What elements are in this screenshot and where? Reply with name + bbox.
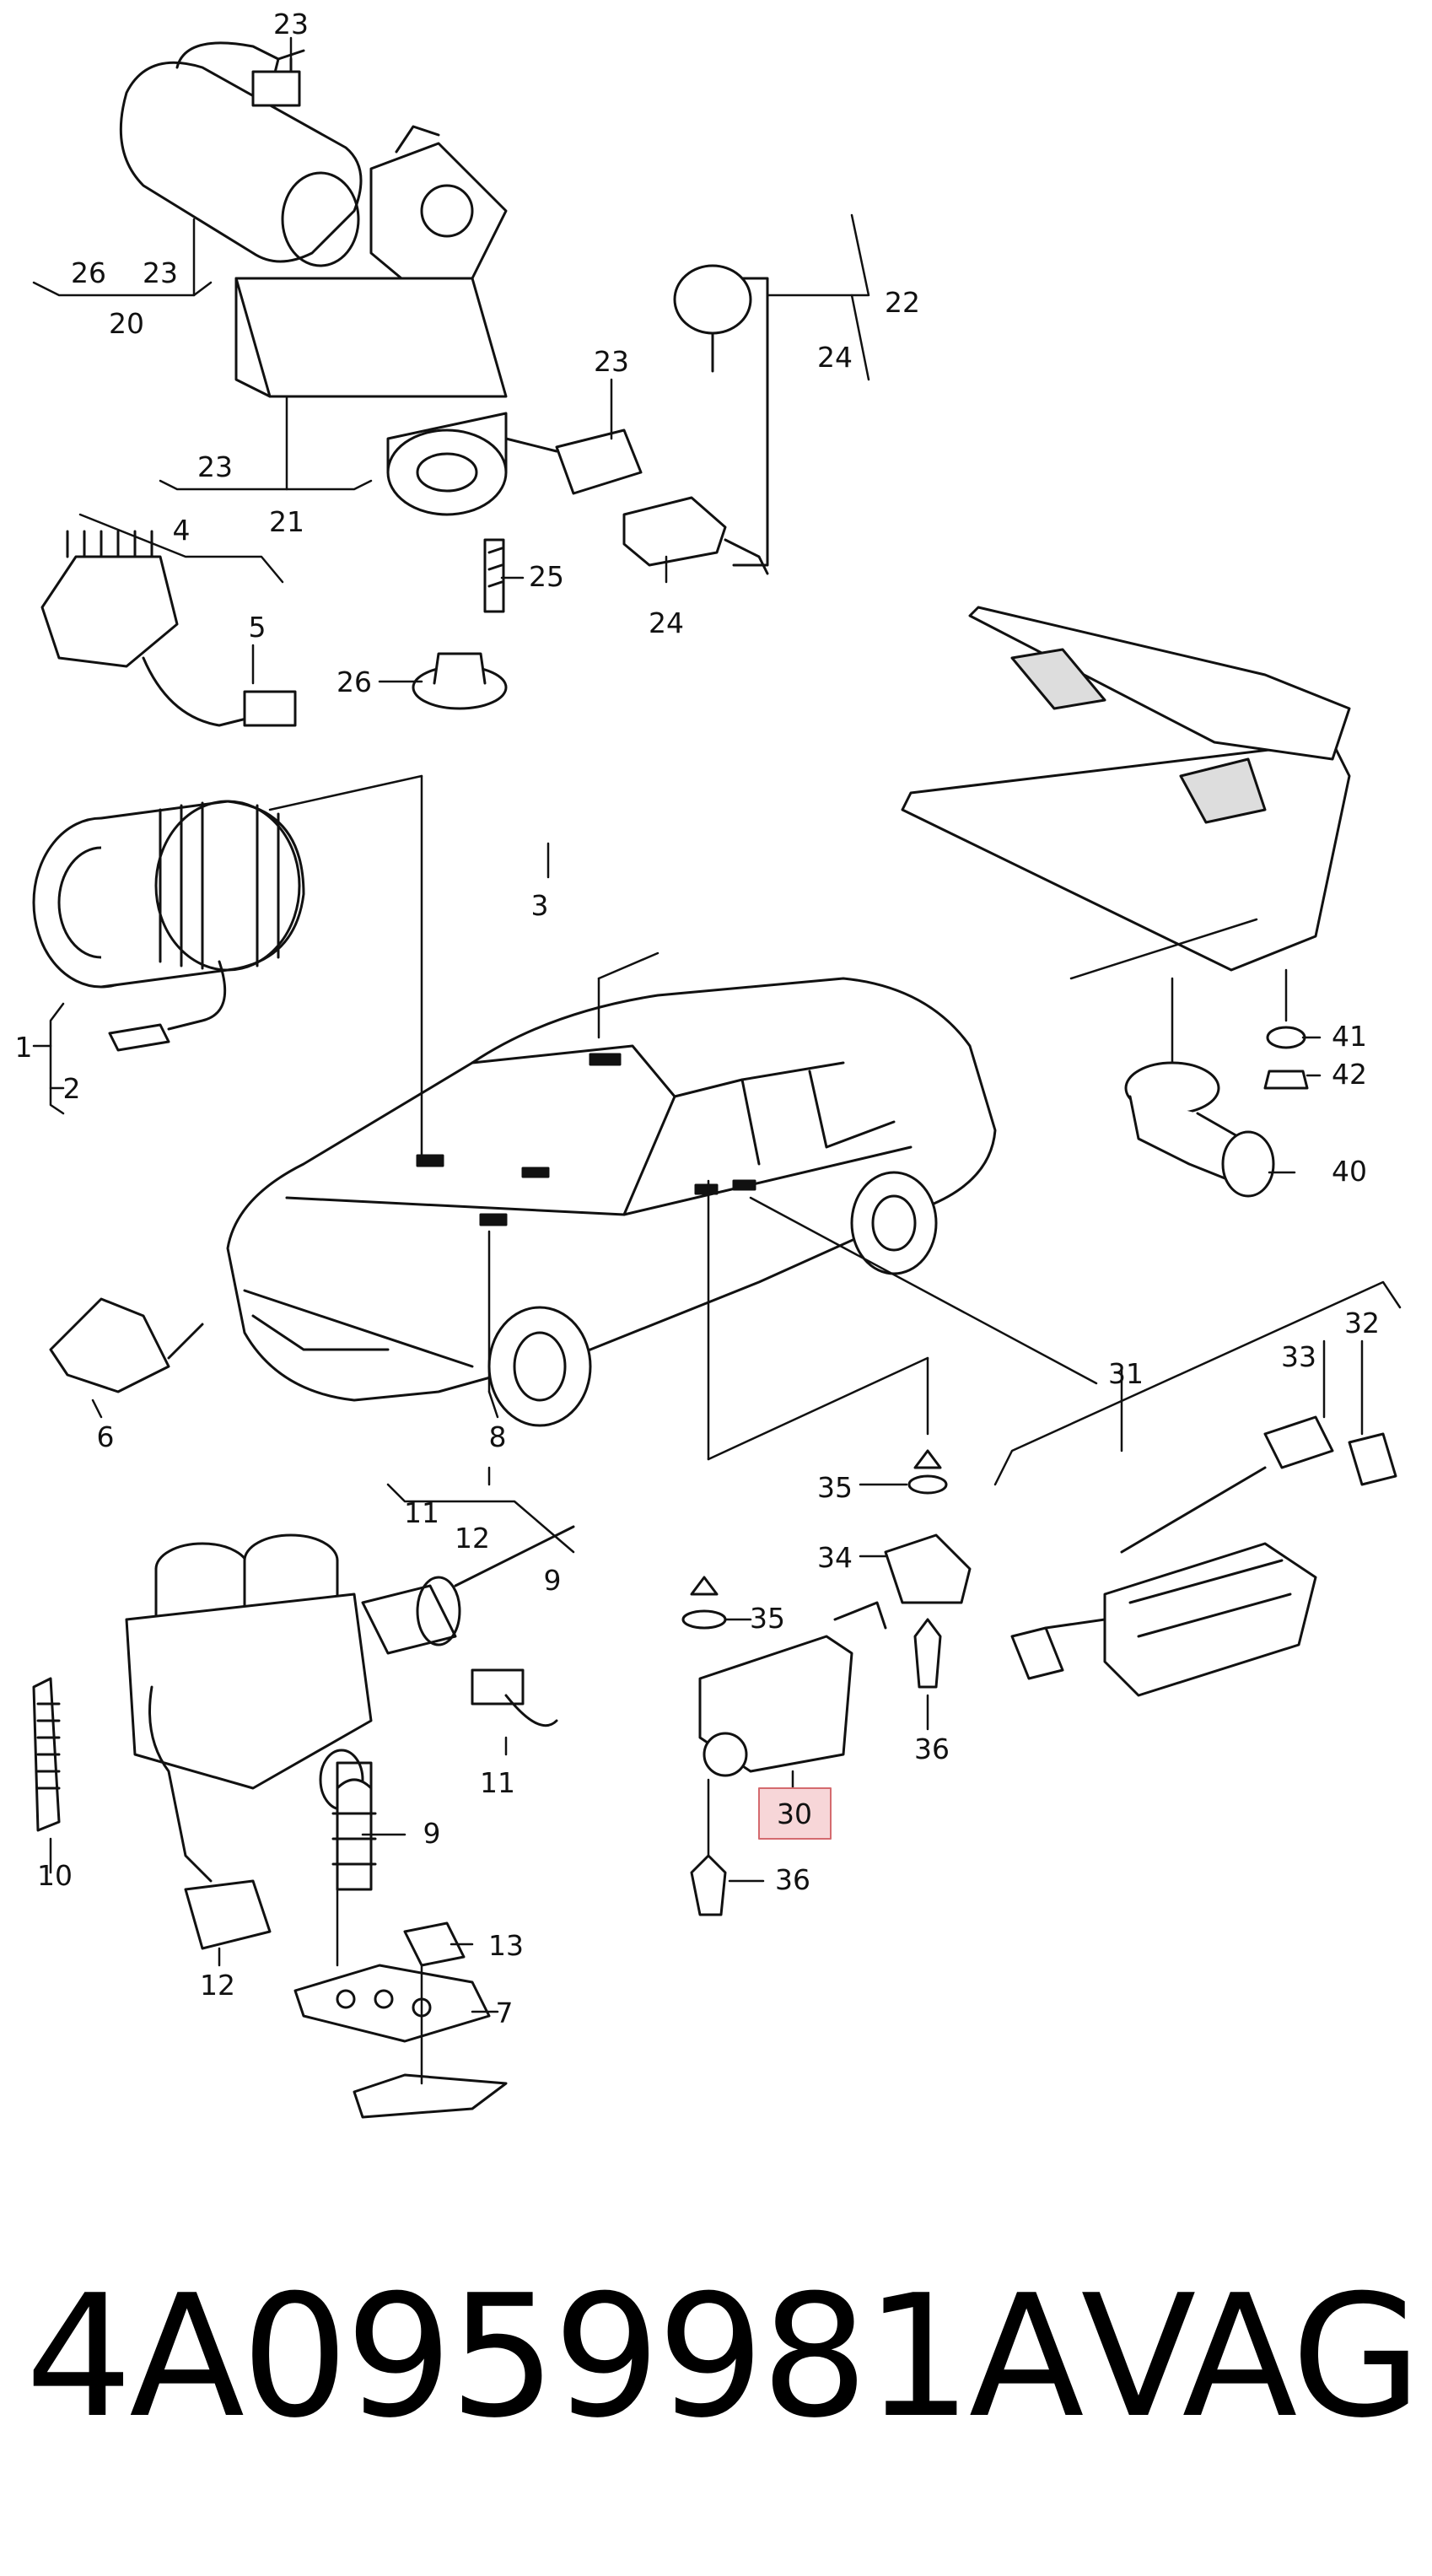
callout-25: 25	[529, 560, 564, 593]
callout-21: 21	[269, 505, 304, 538]
callout-11: 11	[480, 1766, 515, 1799]
callout-35-right: 35	[817, 1471, 853, 1504]
callout-5: 5	[249, 611, 266, 644]
part-number: 4A0959981A	[25, 2259, 1085, 2455]
callout-35-left: 35	[750, 1602, 785, 1635]
bump-stop-9-drawing	[331, 1778, 377, 1891]
callout-33: 33	[1281, 1340, 1316, 1373]
callout-8: 8	[489, 1420, 507, 1453]
callout-36-left: 36	[775, 1863, 810, 1896]
motor-assembly-drawing	[119, 41, 508, 516]
callout-23-mid: 23	[197, 450, 233, 483]
callout-30: 30	[777, 1797, 812, 1830]
heater-valve-drawing	[32, 1525, 575, 1950]
callout-23-right: 23	[594, 345, 629, 378]
callout-34: 34	[817, 1541, 853, 1574]
callout-24-top: 24	[817, 341, 853, 374]
callout-3: 3	[531, 889, 549, 922]
highlight-30-box	[758, 1787, 832, 1840]
brand-name: VAG	[1080, 2259, 1422, 2455]
callout-11-top: 11	[404, 1496, 439, 1529]
door-handle-31-drawing	[1010, 1415, 1397, 1697]
clip-26-drawing	[412, 652, 508, 710]
callout-42: 42	[1332, 1058, 1367, 1091]
callout-9: 9	[423, 1817, 441, 1850]
callout-2: 2	[63, 1072, 81, 1105]
parcel-shelf-drawing	[901, 606, 1351, 972]
callout-31: 31	[1108, 1357, 1144, 1390]
callout-24-bottom: 24	[649, 606, 684, 639]
callout-7: 7	[496, 1997, 514, 2029]
bracket-7-drawing	[293, 1921, 508, 2119]
callout-1: 1	[15, 1031, 33, 1064]
leader-lines	[32, 36, 1402, 2085]
blower-fan-1-drawing	[32, 800, 305, 1052]
car-body-drawing	[226, 977, 997, 1427]
parts-exploded-diagram: 23 26 23 20 23 21 23 22 24 24 25 26 4 5 …	[15, 8, 1402, 2119]
sensor-30-drawing	[681, 1576, 887, 1916]
callout-10: 10	[37, 1859, 73, 1892]
screw-25-drawing	[483, 538, 505, 613]
callout-12-top: 12	[455, 1522, 490, 1555]
connector-23-right-drawing	[504, 428, 643, 495]
callout-26: 26	[336, 666, 372, 698]
callout-36-right: 36	[914, 1733, 950, 1765]
callout-23-left: 23	[143, 256, 178, 289]
callout-41: 41	[1332, 1020, 1367, 1053]
callout-32: 32	[1344, 1307, 1380, 1339]
part-caption: 4A0959981A VAG	[25, 2252, 1422, 2463]
callout-4: 4	[173, 514, 191, 547]
connector-23-top-drawing	[251, 57, 301, 107]
blower-resistor-4-drawing	[40, 530, 297, 727]
relay-24-drawing	[622, 496, 769, 575]
callout-13: 13	[488, 1929, 524, 1962]
callout-6: 6	[97, 1420, 115, 1453]
callout-40: 40	[1332, 1155, 1367, 1188]
callout-23-top: 23	[273, 8, 309, 40]
callout-22: 22	[885, 286, 920, 319]
bracket-34-drawing	[884, 1449, 972, 1689]
callout-labels: 23 26 23 20 23 21 23 22 24 24 25 26 4 5 …	[15, 8, 1381, 2029]
sensor-6-drawing	[49, 1297, 204, 1393]
callout-12: 12	[200, 1969, 235, 2002]
callout-20: 20	[109, 307, 144, 340]
callout-9-top: 9	[544, 1564, 562, 1597]
motor-40-drawing	[1124, 1026, 1309, 1198]
callout-26-left: 26	[71, 256, 106, 289]
sensor-22-drawing	[673, 264, 769, 567]
